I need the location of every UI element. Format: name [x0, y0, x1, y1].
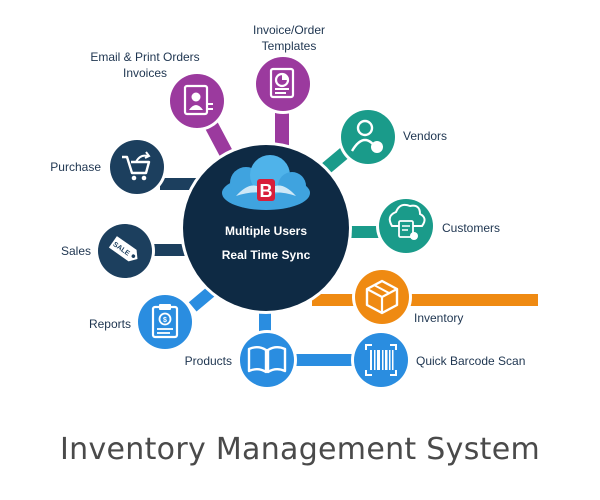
- diagram-canvas: B Multiple Users Real Time Sync Email & …: [50, 23, 538, 390]
- cart-icon: [122, 151, 151, 181]
- node-products: Products: [185, 330, 297, 390]
- cloud-clipboard-icon: [388, 203, 426, 240]
- book-icon: [247, 346, 287, 374]
- label-reports: Reports: [89, 317, 131, 331]
- label-inventory: Inventory: [414, 311, 463, 325]
- node-customers: Customers: [376, 196, 500, 256]
- node-inventory: Inventory: [352, 267, 463, 327]
- label-vendors: Vendors: [403, 129, 447, 143]
- label-email-print-2: Invoices: [123, 66, 167, 80]
- connector-barcode: [290, 354, 356, 366]
- label-products: Products: [185, 354, 232, 368]
- node-email-print: Email & Print Orders Invoices: [90, 50, 227, 131]
- person-icon: [350, 119, 383, 153]
- box-icon: [365, 279, 399, 315]
- node-purchase: Purchase: [50, 137, 167, 197]
- connector-inventory: [312, 294, 538, 306]
- node-templates: Invoice/Order Templates: [253, 23, 325, 114]
- hub-cloud-logo-icon: B: [222, 155, 310, 210]
- label-templates-1: Invoice/Order: [253, 23, 325, 37]
- label-sales: Sales: [61, 244, 91, 258]
- node-sales: SALE Sales: [61, 221, 155, 281]
- report-clipboard-icon: $: [151, 304, 179, 339]
- label-barcode: Quick Barcode Scan: [416, 354, 525, 368]
- barcode-icon: [365, 344, 397, 376]
- label-customers: Customers: [442, 221, 500, 235]
- hub-logo-letter: B: [260, 181, 273, 201]
- hub: B Multiple Users Real Time Sync: [180, 142, 352, 314]
- hub-line-1: Multiple Users: [225, 224, 307, 238]
- label-templates-2: Templates: [262, 39, 317, 53]
- document-chart-icon: [269, 67, 295, 99]
- hub-line-2: Real Time Sync: [222, 248, 311, 262]
- label-purchase: Purchase: [50, 160, 101, 174]
- connector-templates: [275, 110, 289, 152]
- node-vendors: Vendors: [338, 107, 447, 167]
- node-reports: $ Reports: [89, 292, 195, 352]
- label-email-print-1: Email & Print Orders: [90, 50, 199, 64]
- connector-customers: [350, 226, 382, 238]
- document-person-icon: [183, 84, 213, 116]
- page-title: Inventory Management System: [60, 432, 540, 467]
- hub-circle: [183, 145, 349, 311]
- node-barcode: Quick Barcode Scan: [351, 330, 525, 390]
- svg-text:$: $: [163, 317, 167, 324]
